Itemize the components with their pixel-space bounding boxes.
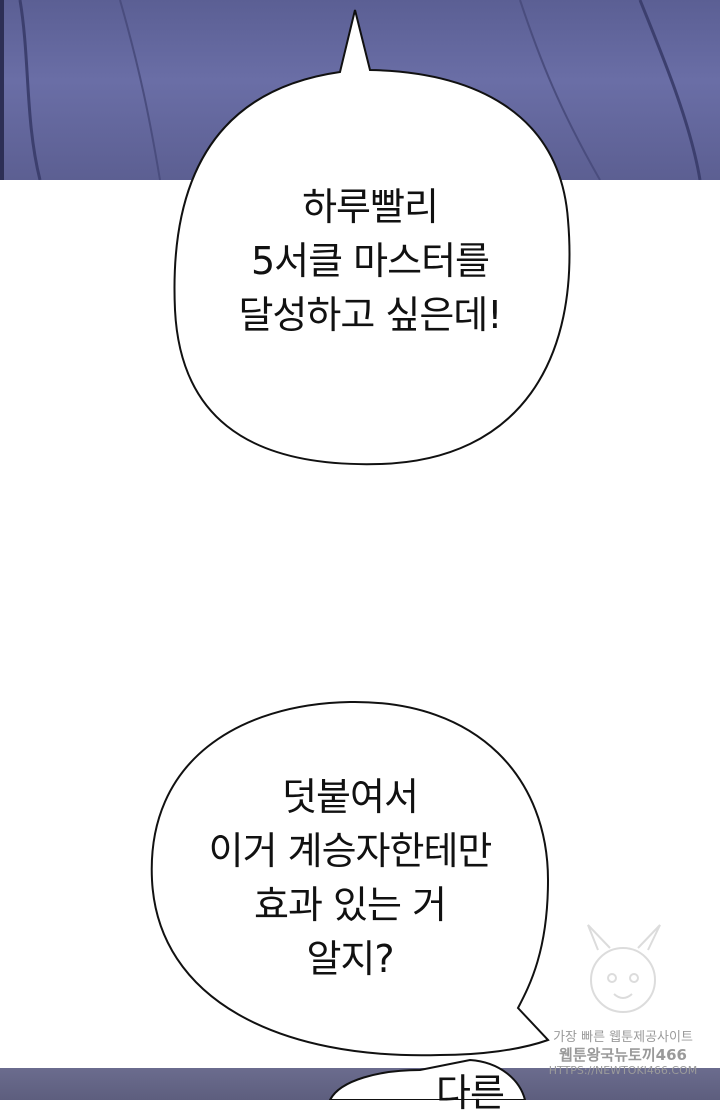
speech-bubble-3 [328,1058,527,1100]
bubble-1-line: 달성하고 싶은데! [238,293,502,337]
bubble-2-line: 알지? [306,937,394,981]
watermark-line-1: 가장 빠른 웹툰제공사이트 [553,1030,693,1045]
bubble-2-line: 덧붙여서 [282,775,419,819]
bubble-3-line: 다른 [436,1071,505,1115]
bubble-1-text: 하루빨리 5서클 마스터를 달성하고 싶은데! [200,180,540,342]
bubble-1-line: 5서클 마스터를 [250,239,490,283]
watermark-line-2: 웹툰왕국뉴토끼466 [559,1046,687,1064]
cloth-folds [0,0,702,180]
bubble-3-text: 다른 [410,1066,530,1120]
bubble-2-text: 덧붙여서 이거 계승자한테만 효과 있는 거 알지? [170,770,530,986]
bubble-2-line: 이거 계승자한테만 [208,829,493,873]
bubble-2-line: 효과 있는 거 [254,883,447,927]
watermark-url: HTTPS://NEWTOKI466.COM [548,1064,698,1077]
speech-bubble-2 [150,700,550,1057]
watermark-mascot-icon [587,924,661,1013]
speech-bubble-1 [173,9,571,466]
bubble-1-line: 하루빨리 [302,185,439,229]
